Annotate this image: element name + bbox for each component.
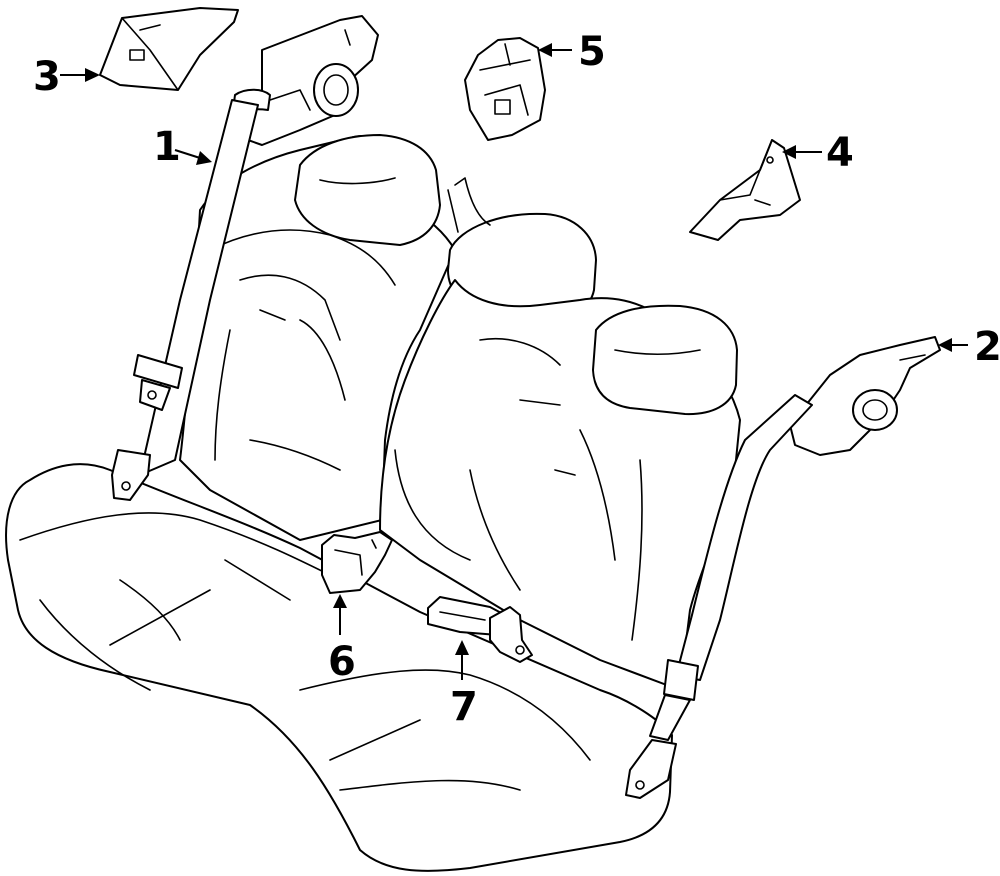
center-belt-retractor [464, 37, 546, 141]
callout-4: 4 [826, 130, 854, 176]
callout-labels: 1 2 3 4 5 6 7 [33, 29, 1000, 730]
left-buckle [321, 531, 393, 594]
right-belt-guide-cover [689, 139, 801, 241]
callout-2: 2 [974, 324, 1000, 370]
left-headrest [294, 134, 441, 246]
callout-1: 1 [153, 124, 181, 170]
callout-5: 5 [578, 29, 606, 75]
callout-6: 6 [328, 639, 356, 685]
right-seat-belt-assembly [625, 336, 941, 799]
callout-leaders [60, 43, 968, 680]
left-seat-belt-assembly [111, 15, 379, 501]
callout-7: 7 [450, 684, 478, 730]
center-buckle [427, 596, 533, 663]
left-belt-guide-cover [99, 7, 239, 91]
rear-seat [5, 134, 741, 872]
seat-cushion [5, 463, 673, 872]
callout-3: 3 [33, 54, 61, 100]
right-headrest [592, 304, 738, 416]
